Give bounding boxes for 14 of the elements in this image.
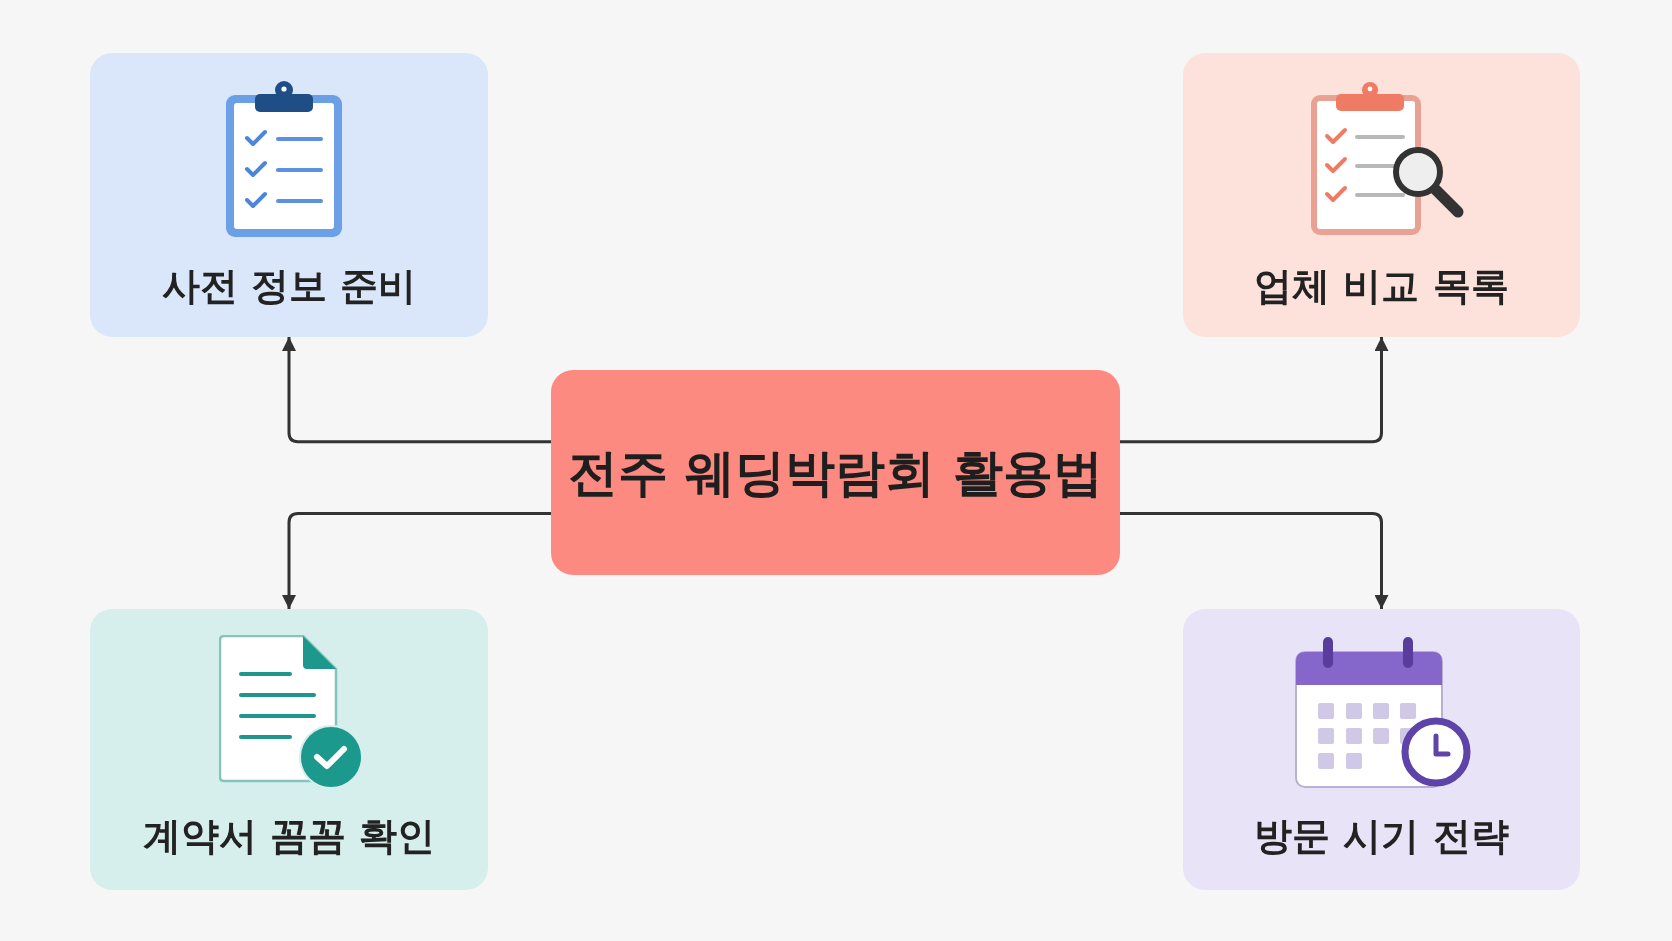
arrow <box>282 337 551 444</box>
card-title: 사전 정보 준비 <box>160 263 418 310</box>
card-title: 계약서 꼼꼼 확인 <box>141 813 437 860</box>
card-title: 방문 시기 전략 <box>1253 813 1510 860</box>
topic-card <box>90 53 488 337</box>
central-topic-box <box>551 370 1120 575</box>
arrow <box>1120 512 1389 609</box>
arrow <box>282 512 551 609</box>
central-title: 전주 웨딩박람회 활용법 <box>568 442 1103 503</box>
topic-card <box>90 609 488 890</box>
arrow <box>1120 337 1389 444</box>
topic-card <box>1183 53 1580 337</box>
card-title: 업체 비교 목록 <box>1253 263 1510 310</box>
topic-card <box>1183 609 1580 890</box>
